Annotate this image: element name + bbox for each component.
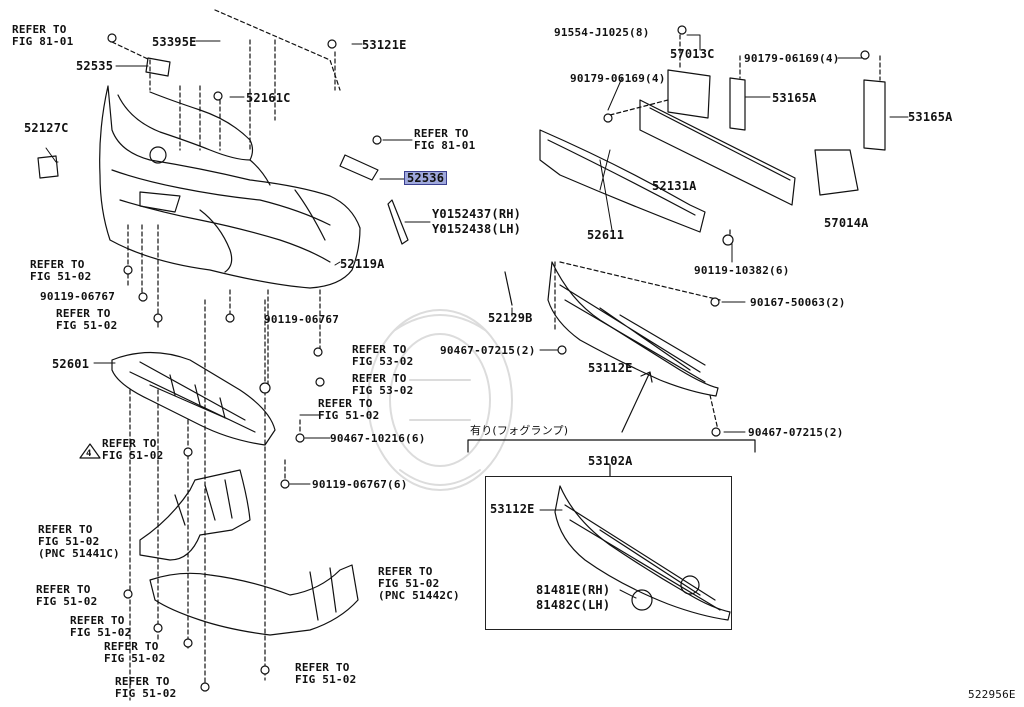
bolt-91554-j1025-label[interactable]: 91554-J1025(8) (554, 26, 650, 39)
warning-number: 4 (86, 449, 92, 459)
refer-fig-51-02-b[interactable]: REFER TO FIG 51-02 (56, 307, 118, 332)
diagram-id: 522956E (968, 688, 1016, 701)
refer-fig-81-01-mid[interactable]: REFER TO FIG 81-01 (414, 127, 476, 152)
refer-fig-51-02-h[interactable]: REFER TO FIG 51-02 (115, 675, 177, 700)
part-52601-label[interactable]: 52601 (52, 357, 90, 371)
bolt-90167-50063-label[interactable]: 90167-50063(2) (750, 296, 846, 309)
part-52119a-label[interactable]: 52119A (340, 257, 385, 271)
part-52161c-label[interactable]: 52161C (246, 91, 291, 105)
part-53395e-label[interactable]: 53395E (152, 35, 197, 49)
part-81481e-label[interactable]: 81481E(RH) (536, 583, 611, 597)
bolt-90467-07215-right-label[interactable]: 90467-07215(2) (748, 426, 844, 439)
part-57013c-label[interactable]: 57013C (670, 47, 715, 61)
part-53112e-label[interactable]: 53112E (588, 361, 633, 375)
option-group-bracket (467, 439, 756, 453)
fastener-leaders-right (554, 27, 881, 431)
part-52536-label[interactable]: 52536 (403, 171, 448, 185)
grille-53112e-shape (504, 261, 719, 397)
refer-fig-81-01-top[interactable]: REFER TO FIG 81-01 (12, 23, 74, 48)
grille-assembly-box (485, 476, 732, 630)
refer-fig-51-02-pnc-51441c[interactable]: REFER TO FIG 51-02 (PNC 51441C) (38, 523, 120, 560)
fog-lamp-option-label: 有り(フォグランプ) (470, 424, 569, 437)
part-53112e-box-label[interactable]: 53112E (490, 502, 535, 516)
fastener-leaders-left (111, 9, 341, 701)
bumper-cover-outline (99, 85, 361, 289)
bolt-glyphs-right (557, 25, 870, 437)
part-52129b-label[interactable]: 52129B (488, 311, 533, 325)
bolt-90179-06169-left-label[interactable]: 90179-06169(4) (570, 72, 666, 85)
refer-fig-51-02-g[interactable]: REFER TO FIG 51-02 (295, 661, 357, 686)
part-53165a-right-label[interactable]: 53165A (908, 110, 953, 124)
part-52131a-label[interactable]: 52131A (652, 179, 697, 193)
bolt-90119-06767-6-label[interactable]: 90119-06767(6) (312, 478, 408, 491)
part-y0152437-label[interactable]: Y0152437(RH) (432, 207, 522, 221)
bolt-90467-10216-label[interactable]: 90467-10216(6) (330, 432, 426, 445)
part-53165a-left-label[interactable]: 53165A (772, 91, 817, 105)
refer-fig-51-02-d[interactable]: REFER TO FIG 51-02 (36, 583, 98, 608)
refer-fig-51-02-c[interactable]: REFER TO FIG 51-02 (318, 397, 380, 422)
watermark-emblem (367, 309, 513, 491)
part-53102a-label[interactable]: 53102A (588, 454, 633, 468)
part-52611-label[interactable]: 52611 (587, 228, 625, 242)
part-53121e-label[interactable]: 53121E (362, 38, 407, 52)
part-57014a-label[interactable]: 57014A (824, 216, 869, 230)
refer-fig-53-02-a[interactable]: REFER TO FIG 53-02 (352, 343, 414, 368)
bolt-90119-06767-b-label[interactable]: 90119-06767 (264, 313, 340, 326)
refer-fig-53-02-b[interactable]: REFER TO FIG 53-02 (352, 372, 414, 397)
bolt-glyphs (107, 33, 382, 692)
reinforcement-shapes (539, 69, 886, 233)
bolt-90179-06169-right-label[interactable]: 90179-06169(4) (744, 52, 840, 65)
warning-triangle-icon (79, 443, 101, 459)
part-52535-label[interactable]: 52535 (76, 59, 114, 73)
under-cover-shapes (139, 469, 359, 636)
refer-fig-51-02-e[interactable]: REFER TO FIG 51-02 (70, 614, 132, 639)
bracket-shapes (37, 57, 409, 245)
assembly-arrow-icon (621, 371, 653, 433)
refer-fig-51-02-warning[interactable]: REFER TO FIG 51-02 (102, 437, 164, 462)
refer-fig-51-02-f[interactable]: REFER TO FIG 51-02 (104, 640, 166, 665)
grille-assembly-shape (554, 485, 731, 621)
absorber-52601-shape (111, 351, 276, 446)
text-leaders (45, 34, 909, 599)
bolt-90467-07215-left-label[interactable]: 90467-07215(2) (440, 344, 536, 357)
bolt-90119-06767-a-label[interactable]: 90119-06767 (40, 290, 116, 303)
refer-fig-51-02-a[interactable]: REFER TO FIG 51-02 (30, 258, 92, 283)
part-y0152438-label[interactable]: Y0152438(LH) (432, 222, 522, 236)
refer-fig-51-02-pnc-51442c[interactable]: REFER TO FIG 51-02 (PNC 51442C) (378, 565, 460, 602)
bolt-90119-10382-label[interactable]: 90119-10382(6) (694, 264, 790, 277)
part-52127c-label[interactable]: 52127C (24, 121, 69, 135)
part-81482c-label[interactable]: 81482C(LH) (536, 598, 611, 612)
